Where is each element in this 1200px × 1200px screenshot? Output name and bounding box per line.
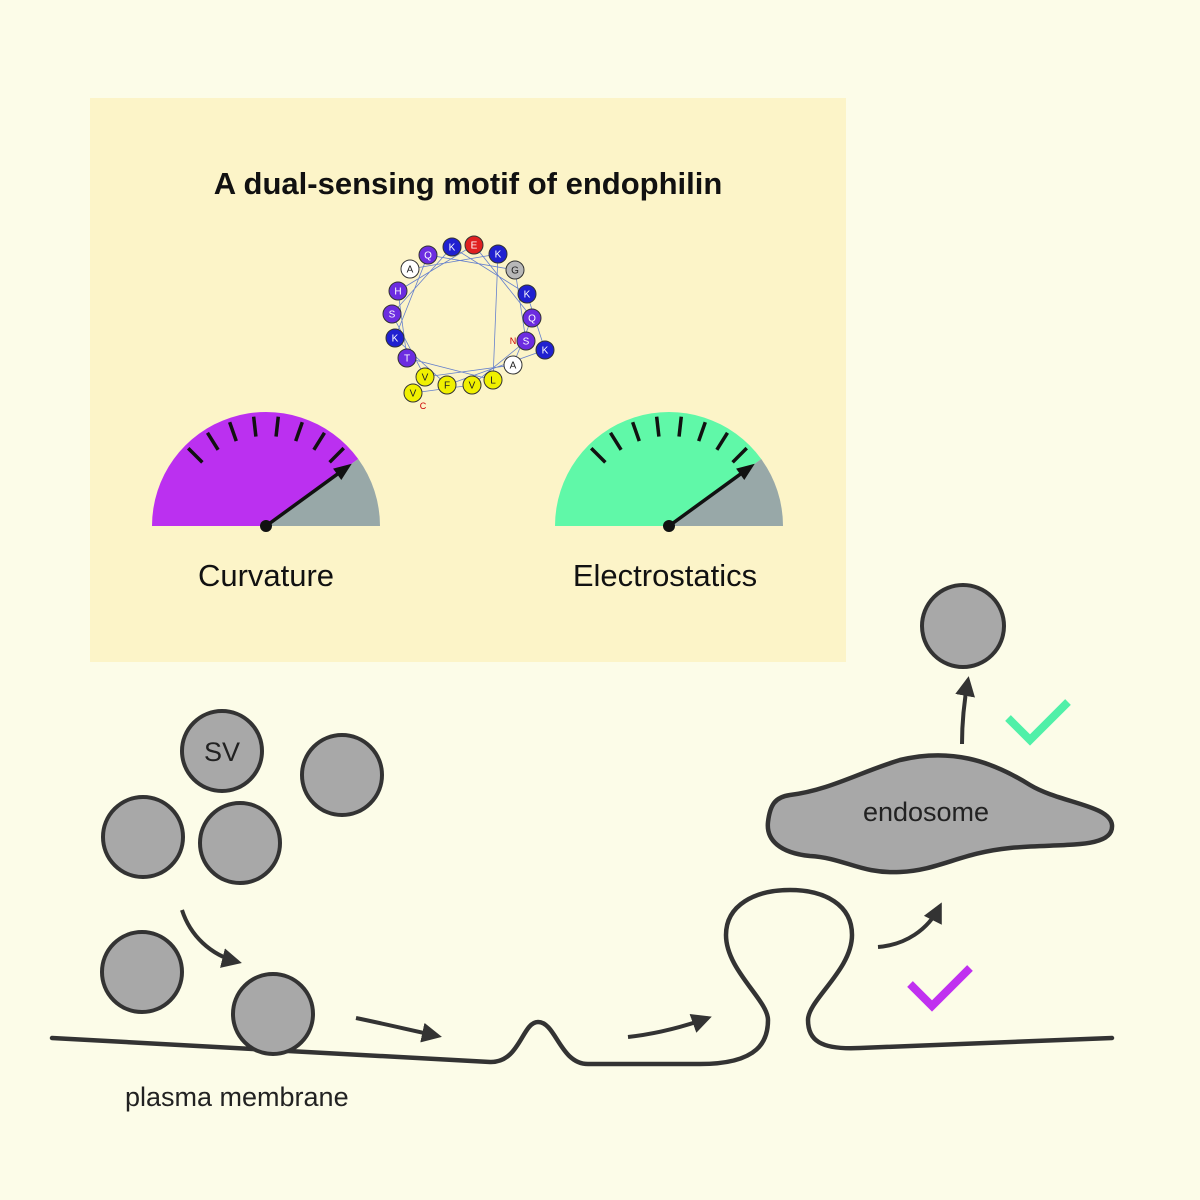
endosome-label: endosome [863,797,989,827]
residue-circle [442,237,462,257]
gauge-tick [715,431,729,451]
residue-letter: V [422,373,429,384]
gauge-tick [328,446,345,464]
residue-circle [488,244,508,264]
wheel-connections [391,244,546,394]
electrostatics-label: Electrostatics [573,558,757,593]
residue-letter: E [471,241,478,252]
gauge-tick [294,421,304,442]
gauge-tick [227,421,238,442]
gauge-track [266,458,380,526]
gauge-needle-head [736,463,755,480]
residue-letter: K [392,334,399,345]
residue-letter: K [449,243,456,254]
residue-letter: K [495,250,502,261]
residue-circle [517,284,537,304]
arrow-to-invagination [627,1013,712,1039]
plasma-membrane [49,887,1115,1067]
recycled-vesicle [920,583,1006,669]
gauge-tick [312,431,326,451]
residue-letter: S [523,337,530,348]
arrow-along-membrane [355,1016,442,1043]
gauge-pivot [260,520,272,532]
gauge-tick [630,421,641,442]
vesicle [100,930,184,1014]
synaptic-vesicle [180,709,264,793]
residue-letter: V [469,381,476,392]
gauge-tick [251,416,258,437]
electrostatics-gauge [555,412,783,532]
residue-circle [503,355,523,375]
residue-letter: L [490,376,496,387]
gauge-needle [667,465,751,528]
residue-circle [382,304,402,324]
residue-letter: H [394,287,401,298]
residue-circle [400,259,420,279]
residue-letter: K [524,290,531,301]
fused-vesicle [231,972,315,1056]
endosome [765,753,1115,875]
residue-circle [397,348,417,368]
residue-letter: A [510,361,517,372]
gauge-pivot [663,520,675,532]
residue-circle [483,370,503,390]
gauge-tick [274,416,281,437]
residue-letter: T [404,354,410,365]
residue-letter: V [410,389,417,400]
gauge-tick [654,416,661,437]
panel-title: A dual-sensing motif of endophilin [214,166,723,201]
gauge-track [669,458,783,526]
residue-letter: G [511,266,519,277]
arrow-vesicle-to-membrane [180,909,242,968]
residue-circle [388,281,408,301]
arrow-endosome-to-vesicle [955,676,975,745]
residue-letter: Q [424,251,432,262]
gauge-tick [589,446,607,464]
gauge-fill [152,412,359,526]
sv-label: SV [204,737,240,767]
residue-letter: K [542,346,549,357]
n-terminus-label: N [510,336,517,346]
vesicle [101,795,185,879]
residue-circle [535,340,555,360]
vesicle [300,733,384,817]
residue-circle [464,235,484,255]
residue-circle [522,308,542,328]
residue-circle [385,328,405,348]
membrane-label: plasma membrane [125,1082,349,1112]
green-check-icon [1005,699,1071,746]
residue-circle [415,367,435,387]
residue-letter: F [444,381,450,392]
arrow-bud-to-endosome [877,902,942,949]
residue-circle [516,331,536,351]
gauge-tick [731,446,748,464]
curvature-label: Curvature [198,558,334,593]
c-terminus-label: C [420,401,427,411]
curvature-gauge [152,412,380,532]
residue-letter: S [389,310,396,321]
gauge-tick [608,431,623,451]
gauge-fill [555,412,762,526]
purple-check-icon [907,965,973,1012]
gauge-tick [677,416,684,437]
gauge-needle-head [333,463,352,480]
residue-circle [462,375,482,395]
gauge-needle [264,465,348,528]
gauge-tick [697,421,707,442]
residue-circle [403,383,423,403]
gauge-tick [205,431,220,451]
residue-circle [437,375,457,395]
residue-letter: A [407,265,414,276]
residue-circle [418,245,438,265]
vesicle [198,801,282,885]
residue-circle [505,260,525,280]
residue-letter: Q [528,314,536,325]
gauge-tick [186,446,204,464]
